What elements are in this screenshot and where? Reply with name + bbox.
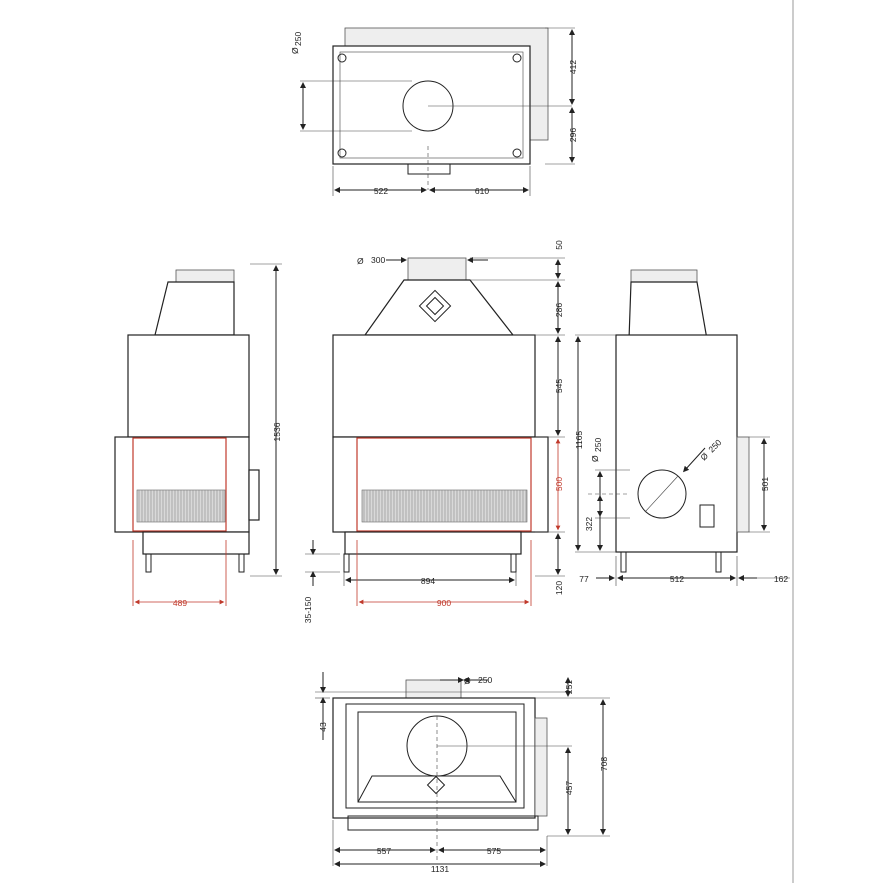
left-upper-body	[127, 334, 250, 438]
dim-front-300: 300	[371, 255, 385, 265]
corner-bolt	[512, 53, 522, 63]
dim-plan-575: 575	[487, 846, 501, 856]
dim-front-50: 50	[554, 240, 564, 250]
plan-flue-collar	[405, 679, 462, 699]
left-side-view	[114, 263, 282, 606]
dim-plan-1131: 1131	[431, 864, 450, 874]
dim-front-35-150: 35-150	[303, 596, 313, 623]
top-view	[300, 27, 575, 196]
plan-outer-body	[332, 697, 536, 819]
front-hood	[363, 279, 515, 336]
dim-right-77: 77	[579, 574, 589, 584]
dim-front-545: 545	[554, 379, 564, 393]
left-flue-collar	[175, 269, 235, 283]
dim-left-1536: 1536	[272, 422, 282, 441]
right-side-panel	[736, 436, 750, 533]
dim-right-250a: 250	[593, 438, 603, 452]
dim-left-489: 489	[173, 598, 187, 608]
corner-bolt	[337, 148, 347, 158]
left-hood	[154, 281, 235, 336]
foot	[145, 553, 152, 573]
dim-top-250: 250	[293, 32, 303, 46]
dim-plan-708: 708	[599, 757, 609, 771]
right-flue-collar	[630, 269, 698, 283]
diameter-symbol-icon: Ø	[590, 455, 600, 462]
right-side-view	[575, 269, 790, 586]
left-base	[142, 531, 250, 555]
right-body	[615, 334, 738, 553]
dim-top-610: 610	[475, 186, 489, 196]
dim-plan-251: 251	[564, 680, 574, 694]
left-vent-grille	[136, 489, 226, 523]
dim-right-501: 501	[760, 477, 770, 491]
foot	[510, 553, 517, 573]
top-view-inner	[339, 51, 524, 159]
plan-side-panel	[534, 717, 548, 817]
dim-plan-457: 457	[564, 781, 574, 795]
diameter-symbol-icon: Ø	[464, 676, 471, 686]
corner-bolt	[337, 53, 347, 63]
right-control-box	[699, 504, 715, 528]
diamond-logo	[418, 289, 452, 323]
dim-front-500: 500	[554, 477, 564, 491]
plan-view	[315, 672, 610, 867]
foot	[238, 553, 245, 573]
foot	[620, 551, 627, 573]
dim-plan-43: 43	[318, 722, 328, 732]
dim-right-512: 512	[670, 574, 684, 584]
left-side-box	[248, 469, 260, 521]
foot	[343, 553, 350, 573]
dim-front-894: 894	[421, 576, 435, 586]
right-flue-outlet-circle	[637, 469, 687, 519]
dim-right-1165: 1165	[574, 431, 584, 450]
plan-diamond	[426, 775, 446, 795]
dim-right-162: 162	[774, 574, 788, 584]
plan-inner-frame	[345, 703, 525, 809]
dim-right-322: 322	[584, 517, 594, 531]
dim-front-120: 120	[554, 581, 564, 595]
dim-top-522: 522	[374, 186, 388, 196]
dim-plan-250: 250	[478, 675, 492, 685]
front-door-frame	[356, 437, 532, 532]
front-upper-body	[332, 334, 536, 438]
top-view-body	[332, 45, 531, 165]
dim-top-296: 296	[568, 128, 578, 142]
dim-front-286: 286	[554, 303, 564, 317]
front-view	[305, 257, 565, 606]
front-base	[344, 531, 522, 555]
plan-front-lip	[347, 815, 539, 831]
diameter-symbol-icon: Ø	[357, 256, 364, 266]
diameter-symbol-icon: Ø	[290, 47, 300, 54]
dim-top-412: 412	[568, 60, 578, 74]
front-vent-grille	[361, 489, 528, 523]
foot	[715, 551, 722, 573]
dim-front-900: 900	[437, 598, 451, 608]
top-view-outlet-stub	[407, 163, 451, 175]
dim-plan-557: 557	[377, 846, 391, 856]
corner-bolt	[512, 148, 522, 158]
left-door-frame	[132, 437, 227, 532]
front-flue-collar	[407, 257, 467, 281]
